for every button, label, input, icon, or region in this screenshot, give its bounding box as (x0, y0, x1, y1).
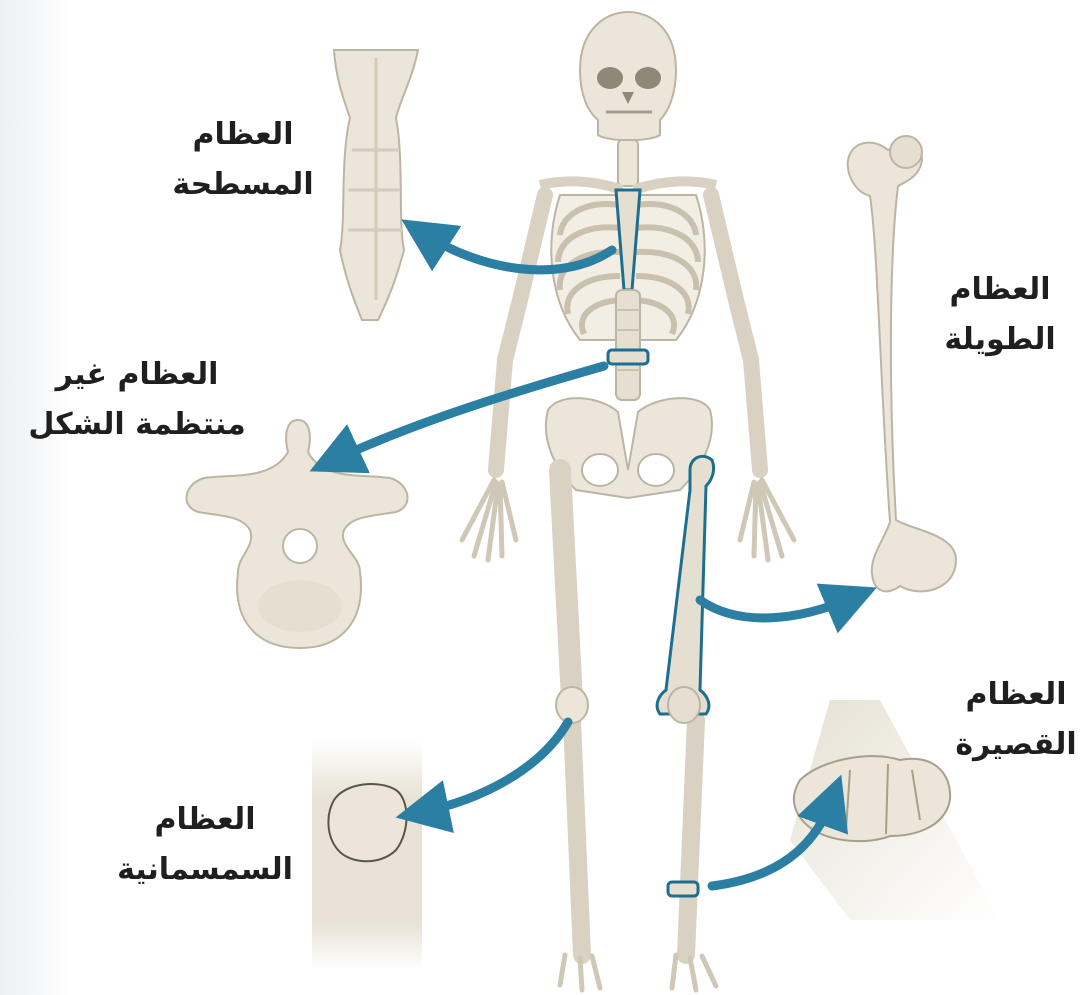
label-irregular-line2: منتظمة الشكل (4, 400, 270, 450)
label-flat-line1: العظام (148, 110, 338, 160)
label-sesamoid-line1: العظام (100, 795, 310, 845)
label-flat-bones: العظام المسطحة (148, 110, 338, 210)
skull (580, 12, 676, 140)
arrow-long (700, 598, 852, 618)
label-sesamoid-line2: السمسمانية (100, 845, 310, 895)
femur-highlight (657, 456, 713, 714)
vertebra-highlight (608, 350, 648, 364)
label-long-line2: الطويلة (925, 315, 1075, 365)
label-long-line1: العظام (925, 265, 1075, 315)
label-sesamoid-bones: العظام السمسمانية (100, 795, 310, 895)
sesamoid-bone-patella (312, 740, 422, 970)
irregular-bone-vertebra (187, 420, 408, 648)
label-long-bones: العظام الطويلة (925, 265, 1075, 365)
label-irregular-bones: العظام غير منتظمة الشكل (4, 350, 270, 450)
label-short-line1: العظام (946, 670, 1086, 720)
label-flat-line2: المسطحة (148, 160, 338, 210)
label-short-line2: القصيرة (946, 720, 1086, 770)
tarsal-highlight (668, 882, 698, 896)
flat-bone-sternum (334, 50, 418, 320)
label-irregular-line1: العظام غير (4, 350, 270, 400)
arrow-sesamoid (422, 722, 568, 812)
skeleton (462, 12, 794, 990)
label-short-bones: العظام القصيرة (946, 670, 1086, 770)
